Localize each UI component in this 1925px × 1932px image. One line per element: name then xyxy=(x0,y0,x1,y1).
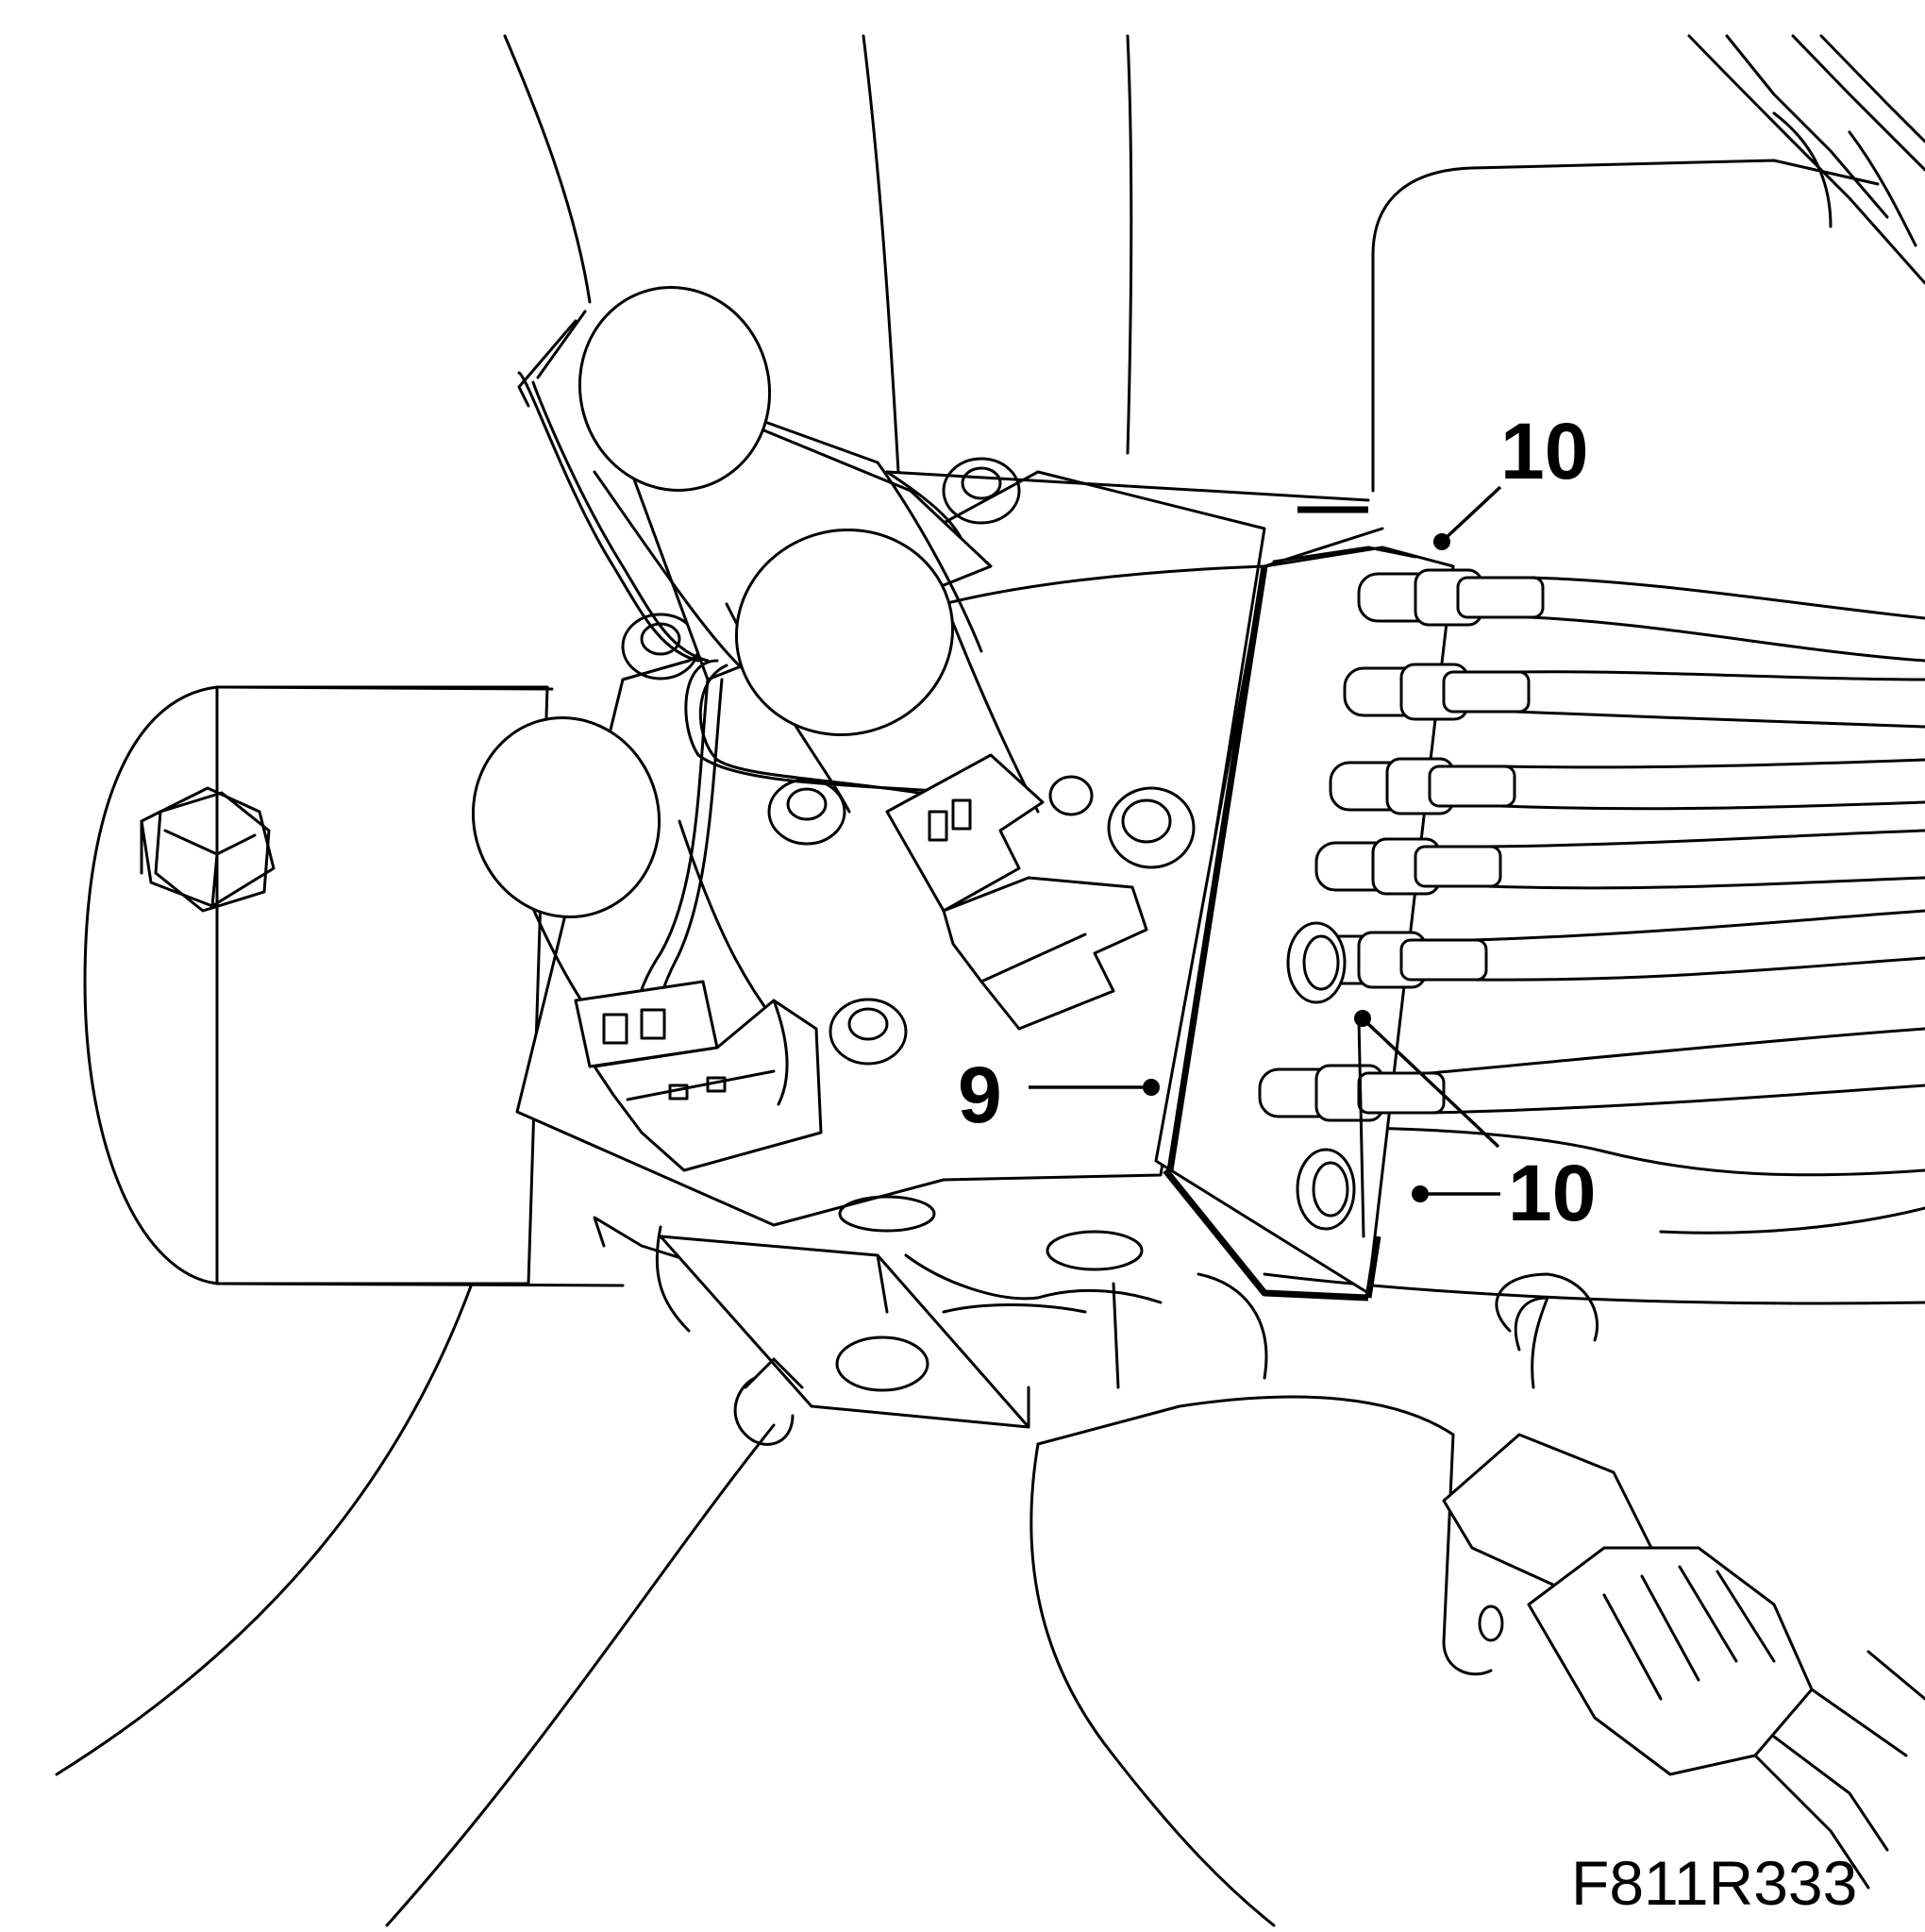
coil-connector-left xyxy=(574,980,823,1172)
coil-connector-top xyxy=(885,753,1148,1031)
solenoid-coil-left xyxy=(471,716,776,1021)
brake-line-fittings xyxy=(1258,568,1925,1238)
fitting-row-1 xyxy=(1357,568,1925,663)
fitting-row-3 xyxy=(1329,757,1925,815)
fitting-row-2 xyxy=(1343,663,1925,729)
fitting-row-6 xyxy=(1258,1027,1925,1122)
fitting-lower-plugs xyxy=(1286,921,1365,1238)
callout-10-top: 10 xyxy=(1500,407,1589,496)
leader-10-mid xyxy=(1364,1020,1500,1149)
fitting-row-4 xyxy=(1314,829,1925,896)
leader-10-top-dot xyxy=(1433,533,1450,550)
callout-leaders xyxy=(1029,485,1502,1202)
callout-9: 9 xyxy=(958,1050,1002,1139)
pump-cylinder xyxy=(83,685,625,1287)
solenoid-coil-middle xyxy=(725,529,1040,814)
harness-connector xyxy=(1442,1272,1925,1890)
figure-code: F811R333 xyxy=(1571,1848,1858,1918)
leader-10-bottom-dot xyxy=(1412,1185,1429,1202)
leader-9-dot xyxy=(1143,1079,1160,1096)
callout-10-bottom: 10 xyxy=(1508,1149,1597,1237)
leader-10-mid-dot xyxy=(1354,1010,1371,1027)
leader-10-top xyxy=(1442,485,1502,542)
